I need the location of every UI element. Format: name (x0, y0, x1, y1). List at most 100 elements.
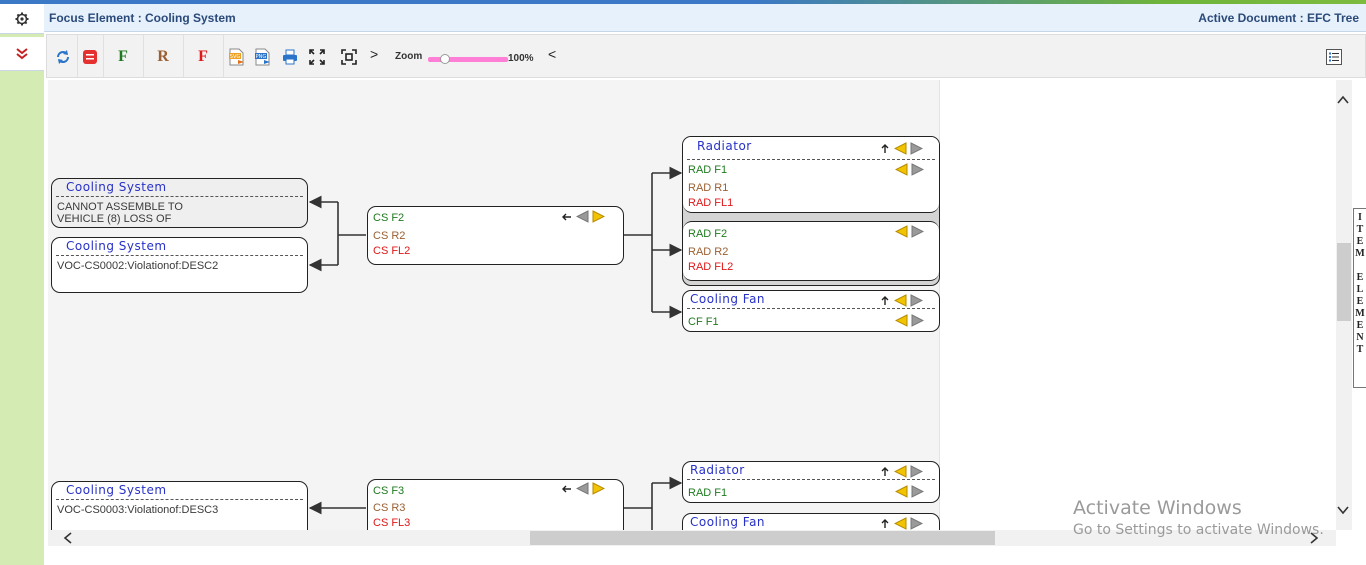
failure-label: RAD F1 (688, 164, 728, 176)
side-tab-letter: M (1355, 248, 1365, 259)
node-title: Cooling System (66, 483, 167, 497)
stop-button[interactable] (79, 43, 101, 71)
toolbar: F R F SVG PNG (46, 34, 1366, 78)
triangle-left-grey-icon[interactable] (576, 482, 589, 495)
tree-connectors (308, 166, 683, 530)
expand-chevron-right[interactable]: > (370, 46, 379, 62)
side-tab-letter: M (1355, 308, 1365, 319)
triangle-left-yellow-icon[interactable] (895, 163, 908, 176)
cooling-system-node-3[interactable]: Cooling System VOC-CS0003:Violationof:DE… (51, 481, 308, 530)
settings-button[interactable] (0, 4, 44, 34)
triangle-left-yellow-icon[interactable] (894, 294, 907, 307)
zoom-slider-track[interactable] (428, 57, 508, 62)
failure-filter-button[interactable]: F (111, 43, 135, 71)
chevron-down-icon (1337, 506, 1349, 515)
zoom-slider-handle[interactable] (440, 54, 450, 64)
radiator-node-2[interactable]: Radiator RAD F1 (682, 461, 940, 503)
radiator-node[interactable]: Radiator RAD F1 RAD R1 RAD FL1 RAD F2 (682, 136, 940, 286)
node-title: Cooling System (66, 180, 167, 194)
failure-level-label: RAD FL1 (688, 197, 734, 209)
vertical-scroll-thumb[interactable] (1337, 243, 1351, 321)
tree-canvas[interactable]: Cooling System CANNOT ASSEMBLE TO VEHICL… (48, 80, 1336, 530)
left-arrow-icon[interactable] (561, 483, 573, 495)
side-tab-letter (1354, 260, 1366, 272)
reason-label: RAD R1 (688, 182, 729, 194)
triangle-left-yellow-icon[interactable] (895, 485, 908, 498)
cooling-system-node-2[interactable]: Cooling System VOC-CS0002:Violationof:DE… (51, 237, 308, 293)
node-title: Radiator (690, 463, 745, 477)
node-title: Cooling Fan (690, 292, 766, 306)
row-controls (895, 225, 924, 238)
failure-level-label: CS FL3 (373, 517, 411, 529)
scroll-left-arrow[interactable] (63, 531, 73, 547)
item-list-button[interactable] (1323, 43, 1345, 71)
header-bar: Focus Element : Cooling System Active Do… (44, 4, 1366, 32)
f-letter-label: F (118, 48, 128, 65)
cs-failure-node-2[interactable]: CS F3 CS R3 CS FL3 (367, 479, 624, 530)
triangle-right-yellow-icon[interactable] (592, 210, 605, 223)
radiator-upper: Radiator RAD F1 RAD R1 RAD FL1 (683, 137, 939, 213)
scroll-down-arrow[interactable] (1337, 502, 1349, 518)
scroll-up-arrow[interactable] (1337, 92, 1349, 108)
side-tab-letter: E (1356, 236, 1364, 247)
refresh-icon (57, 50, 69, 64)
expand-icon (309, 49, 325, 65)
failure-level-filter-button[interactable]: F (191, 43, 215, 71)
watermark-line-2: Go to Settings to activate Windows. (1073, 522, 1324, 538)
refresh-button[interactable] (52, 43, 74, 71)
triangle-right-grey-icon[interactable] (911, 314, 924, 327)
activate-windows-watermark: Activate Windows Go to Settings to activ… (1073, 497, 1324, 538)
focus-element-title: Focus Element : Cooling System (49, 11, 236, 25)
node-controls (879, 294, 923, 307)
cooling-system-node-1[interactable]: Cooling System CANNOT ASSEMBLE TO VEHICL… (51, 178, 308, 228)
node-title: Cooling Fan (690, 515, 766, 529)
cooling-fan-node-2[interactable]: Cooling Fan (682, 513, 940, 530)
side-tab-letter: E (1356, 272, 1364, 283)
node-controls (879, 517, 923, 530)
up-arrow-icon[interactable] (879, 518, 891, 530)
left-arrow-icon[interactable] (561, 211, 573, 223)
up-arrow-icon[interactable] (879, 466, 891, 478)
triangle-right-grey-icon[interactable] (910, 294, 923, 307)
triangle-right-grey-icon[interactable] (910, 142, 923, 155)
failure-label: RAD F1 (688, 487, 728, 499)
triangle-right-yellow-icon[interactable] (592, 482, 605, 495)
triangle-right-grey-icon[interactable] (911, 225, 924, 238)
horizontal-scroll-thumb[interactable] (530, 531, 995, 545)
export-png-button[interactable]: PNG (251, 43, 275, 71)
print-button[interactable] (278, 43, 302, 71)
scroll-right-arrow[interactable] (1309, 531, 1319, 547)
png-text: PNG (256, 54, 267, 60)
up-arrow-icon[interactable] (879, 143, 891, 155)
row-controls (895, 314, 924, 327)
zoom-label: Zoom (395, 51, 423, 62)
collapse-chevron-left[interactable]: < (548, 46, 557, 62)
side-tab-letter: L (1356, 284, 1364, 295)
printer-icon (283, 49, 297, 65)
item-element-side-tab[interactable]: I T E M E L E M E N T (1353, 208, 1366, 388)
cooling-fan-node[interactable]: Cooling Fan CF F1 (682, 290, 940, 332)
triangle-right-grey-icon[interactable] (910, 517, 923, 530)
triangle-left-yellow-icon[interactable] (894, 517, 907, 530)
fit-to-screen-button[interactable] (337, 43, 361, 71)
triangle-left-yellow-icon[interactable] (895, 314, 908, 327)
reason-filter-button[interactable]: R (151, 43, 175, 71)
expand-panel-button[interactable] (0, 37, 44, 71)
triangle-left-yellow-icon[interactable] (895, 225, 908, 238)
svg-export-icon: SVG (229, 48, 244, 66)
triangle-left-yellow-icon[interactable] (894, 142, 907, 155)
triangle-left-grey-icon[interactable] (576, 210, 589, 223)
node-controls (561, 482, 605, 495)
triangle-right-grey-icon[interactable] (911, 485, 924, 498)
triangle-right-grey-icon[interactable] (910, 465, 923, 478)
gear-icon (15, 12, 29, 25)
node-title: Cooling System (66, 239, 167, 253)
export-svg-button[interactable]: SVG (225, 43, 249, 71)
triangle-left-yellow-icon[interactable] (894, 465, 907, 478)
cs-failure-node-1[interactable]: CS F2 CS R2 CS FL2 (367, 206, 624, 265)
chevron-right-icon (1310, 532, 1319, 544)
fullscreen-button[interactable] (305, 43, 329, 71)
triangle-right-grey-icon[interactable] (911, 163, 924, 176)
up-arrow-icon[interactable] (879, 295, 891, 307)
r-letter-label: R (157, 48, 169, 65)
